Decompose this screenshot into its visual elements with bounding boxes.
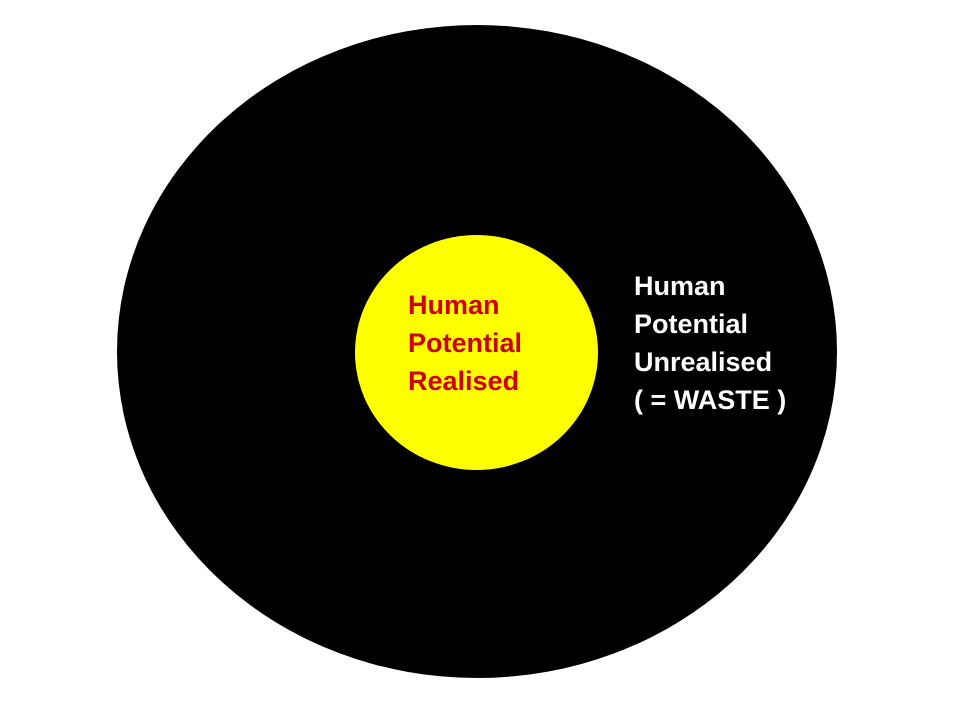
- unrealised-label-line: Unrealised: [634, 347, 773, 377]
- realised-label-line: Potential: [408, 328, 523, 358]
- unrealised-label-line: ( = WASTE ): [634, 385, 787, 415]
- realised-label-line: Human: [408, 290, 500, 320]
- realised-label: Human Potential Realised: [408, 286, 522, 400]
- unrealised-label-line: Human: [634, 271, 726, 301]
- unrealised-label-line: Potential: [634, 309, 749, 339]
- realised-potential-circle: [355, 235, 598, 470]
- unrealised-label: Human Potential Unrealised ( = WASTE ): [634, 267, 786, 419]
- realised-label-line: Realised: [408, 366, 520, 396]
